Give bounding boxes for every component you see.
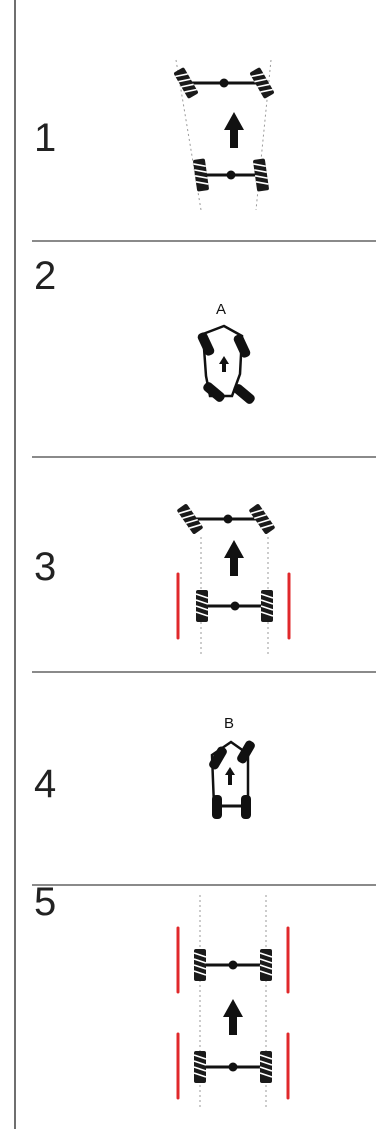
direction-arrow-icon	[224, 540, 244, 576]
left-border	[14, 0, 16, 1129]
tire-tread-icon	[250, 67, 274, 99]
step-5: 5	[16, 880, 392, 1129]
front-axle	[192, 78, 256, 88]
tire-tread-icon	[193, 158, 209, 192]
tire-tread-icon	[193, 1051, 207, 1083]
vehicle-topview-icon	[197, 324, 255, 404]
tire-tread-icon	[177, 504, 203, 534]
step-number: 4	[34, 762, 57, 806]
tire-tread-icon	[249, 504, 275, 534]
rear-axle	[206, 170, 256, 180]
tire-tread-icon	[195, 590, 209, 622]
divider	[32, 884, 376, 886]
rear-axle	[206, 1062, 260, 1072]
step-2: 2 A	[16, 241, 392, 456]
step-3-diagram	[176, 504, 291, 657]
rut-mark-icon	[176, 572, 291, 640]
step-5-diagram	[176, 895, 290, 1110]
direction-arrow-icon	[223, 999, 243, 1035]
step-number: 1	[34, 116, 57, 160]
step-1-diagram	[174, 59, 274, 211]
divider	[32, 240, 376, 242]
figure-letter: B	[224, 715, 234, 732]
tire-tread-icon	[259, 949, 273, 981]
divider	[32, 671, 376, 673]
rear-axle	[208, 601, 262, 611]
step-number: 5	[34, 880, 57, 924]
tire-tread-icon	[253, 158, 269, 192]
step-4: 4 B	[16, 672, 392, 884]
direction-arrow-icon	[225, 767, 235, 785]
front-axle	[206, 960, 260, 970]
front-axle	[194, 514, 256, 524]
step-4-diagram: B	[209, 715, 255, 819]
vehicle-topview-icon	[209, 740, 255, 819]
tire-tread-icon	[259, 1051, 273, 1083]
direction-arrow-icon	[224, 112, 244, 148]
step-number: 2	[34, 254, 57, 298]
step-1: 1	[16, 0, 392, 240]
divider	[32, 456, 376, 458]
figure-letter: A	[216, 301, 226, 318]
tire-tread-icon	[260, 590, 274, 622]
step-2-diagram: A	[197, 301, 255, 404]
step-3: 3	[16, 457, 392, 671]
tire-tread-icon	[174, 67, 198, 99]
rut-mark-icon	[176, 926, 290, 1100]
direction-arrow-icon	[219, 356, 229, 372]
tire-tread-icon	[193, 949, 207, 981]
step-number: 3	[34, 545, 57, 589]
